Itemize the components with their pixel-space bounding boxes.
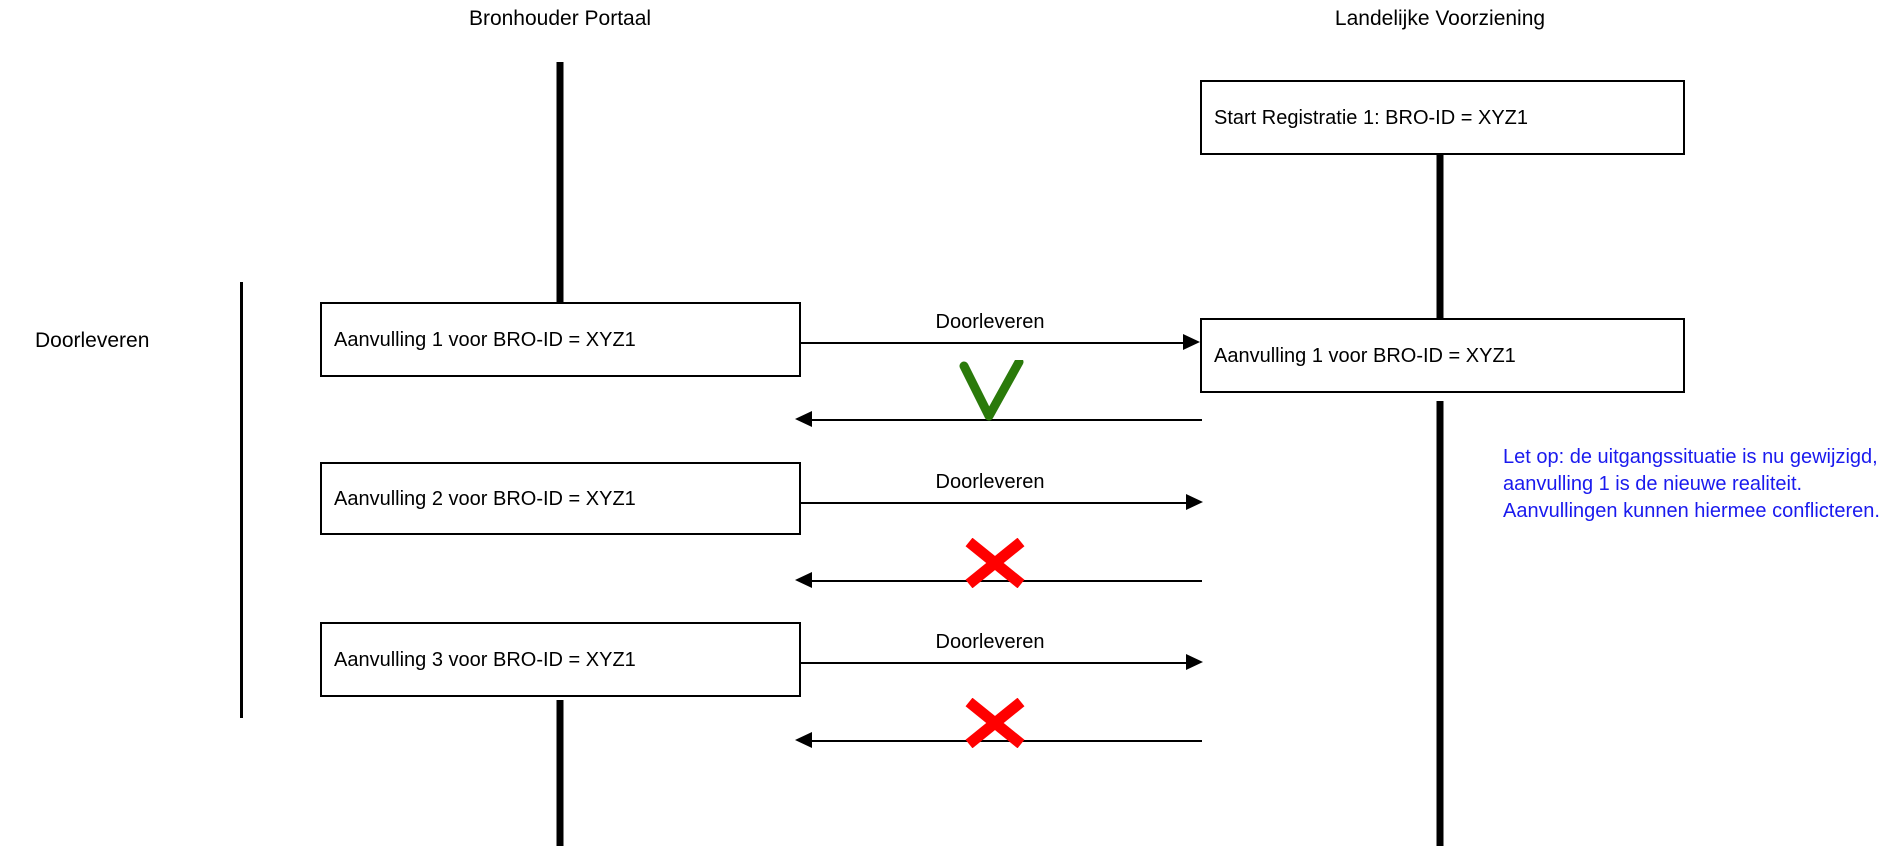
arrow-return-1	[812, 419, 1202, 421]
arrow-head-left-2	[795, 572, 812, 588]
cross-icon-2	[962, 697, 1028, 753]
cross-icon	[962, 537, 1028, 593]
box-start-registration-label: Start Registratie 1: BRO-ID = XYZ1	[1214, 106, 1528, 129]
arrow-label-doorleveren-1: Doorleveren	[935, 311, 1045, 333]
box-aanvulling-3-left[interactable]: Aanvulling 3 voor BRO-ID = XYZ1	[320, 622, 801, 697]
arrow-head-left-1	[795, 411, 812, 427]
arrow-label-doorleveren-2: Doorleveren	[935, 471, 1045, 493]
participant-title-landelijke-voorziening: Landelijke Voorziening	[1334, 7, 1546, 30]
arrow-doorleveren-1	[801, 342, 1183, 344]
arrow-head-right-2	[1186, 494, 1203, 510]
lifeline-bronhouder-portaal-upper	[556, 62, 564, 303]
group-label-doorleveren: Doorleveren	[35, 329, 150, 352]
arrow-return-2	[812, 580, 1202, 582]
group-bracket-doorleveren	[240, 282, 243, 718]
box-start-registration[interactable]: Start Registratie 1: BRO-ID = XYZ1	[1200, 80, 1685, 155]
box-aanvulling-2-left[interactable]: Aanvulling 2 voor BRO-ID = XYZ1	[320, 462, 801, 535]
lifeline-bronhouder-portaal-lower	[556, 700, 564, 846]
arrow-head-right-3	[1186, 654, 1203, 670]
box-aanvulling-1-right[interactable]: Aanvulling 1 voor BRO-ID = XYZ1	[1200, 318, 1685, 393]
arrow-head-right-1	[1183, 334, 1200, 350]
arrow-return-3	[812, 740, 1202, 742]
arrow-head-left-3	[795, 732, 812, 748]
box-aanvulling-1-left-label: Aanvulling 1 voor BRO-ID = XYZ1	[334, 328, 636, 351]
lifeline-landelijke-voorziening-upper	[1436, 134, 1444, 318]
checkmark-icon	[956, 357, 1028, 429]
box-aanvulling-1-left[interactable]: Aanvulling 1 voor BRO-ID = XYZ1	[320, 302, 801, 377]
arrow-doorleveren-2	[801, 502, 1186, 504]
arrow-label-doorleveren-3: Doorleveren	[935, 631, 1045, 653]
box-aanvulling-2-left-label: Aanvulling 2 voor BRO-ID = XYZ1	[334, 487, 636, 510]
note-uitgangssituatie: Let op: de uitgangssituatie is nu gewijz…	[1503, 446, 1880, 522]
participant-title-bronhouder-portaal: Bronhouder Portaal	[468, 7, 652, 30]
lifeline-landelijke-voorziening-lower	[1436, 401, 1444, 846]
arrow-doorleveren-3	[801, 662, 1186, 664]
box-aanvulling-1-right-label: Aanvulling 1 voor BRO-ID = XYZ1	[1214, 344, 1516, 367]
box-aanvulling-3-left-label: Aanvulling 3 voor BRO-ID = XYZ1	[334, 648, 636, 671]
